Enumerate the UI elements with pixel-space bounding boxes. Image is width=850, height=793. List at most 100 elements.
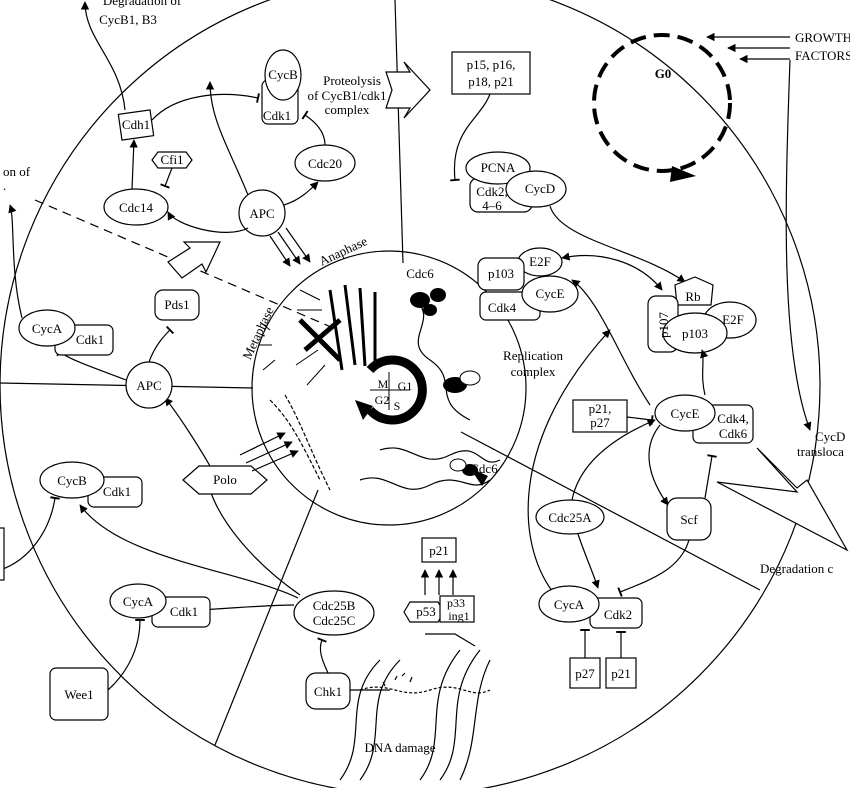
wee1-node [49,667,109,721]
apc-to-cdc20-edge [283,181,319,206]
cdc25a-to-cyce-edge [571,419,656,501]
phase-g1-label: G1 [398,379,413,393]
degradation-cut-label-2: . [3,178,6,193]
cdk4-label: Cdk4 [488,300,517,315]
cdc20-label: Cdc20 [308,156,342,171]
cycd-label: CycD [525,181,555,196]
g0-dashed-circle [592,33,732,173]
p103-label-2: p103 [682,326,708,341]
factors-label: FACTORS [795,48,850,63]
proteolysis-big-arrow [385,61,431,119]
pds1-label: Pds1 [164,297,189,312]
p15-to-cdk2-edge [450,93,491,182]
proteolysis-label-3: complex [325,102,370,117]
cycb-top-node [264,49,302,101]
p27-box [569,657,601,689]
degradation-cycb-label-2: CycB1, B3 [99,12,157,27]
apc-left-label: APC [136,378,161,393]
cyca-left-node [18,309,76,347]
cdc25b-label: Cdc25B [313,598,356,613]
metaphase-label: Metaphase [239,304,276,362]
g0-arrowhead-icon [670,166,696,182]
apc-to-cyca-left-edge [56,347,127,381]
cdc14-label: Cdc14 [119,200,153,215]
chk1-label: Chk1 [314,684,342,699]
cdh1-label: Cdh1 [122,117,150,132]
e2f-label-1: E2F [529,254,551,269]
p21-center-box [421,537,457,563]
growth-factor-arrows [706,32,790,64]
proteolysis-label-1: Proteolysis [323,73,381,88]
p103-node-2 [662,312,728,354]
replication-complex-label-1: Replication [503,348,563,363]
cfi1-node [151,151,193,169]
cut-off-left-box [0,527,5,581]
p103-node-1 [477,257,525,291]
scf-to-cdk2-edge [617,539,690,597]
p21-to-cyce-edge [626,415,654,425]
p21-center-label: p21 [429,543,449,558]
cdk2-label: Cdk2 [604,607,632,622]
scf-to-cdk46-edge [704,454,717,499]
p21-p27-label-2: p27 [590,415,610,430]
cycb-lower-label: CycB [57,473,87,488]
cyca-right-node [538,585,600,623]
cyca-right-label: CycA [554,597,585,612]
cycd-trans-label-2: transloca [797,444,844,459]
cyce-label-1: CycE [536,286,565,301]
cdk1-left-label: Cdk1 [76,332,104,347]
proteolysis-label-2: of CycB1/cdk1 [307,88,386,103]
cycd-to-rb-edge [549,205,686,283]
degradation-big-arrow [716,447,849,552]
cdc6-top-label: Cdc6 [406,266,434,281]
sector-divider-dashed [34,199,339,331]
degradation-cut-label-1: on of [3,164,31,179]
polo-to-cdc25-edge [209,489,301,596]
cyce-to-e2f-edge [571,279,651,406]
cdc6-blob-icon [470,468,488,486]
p53-label: p53 [416,604,436,619]
apc-to-cdc14-edge [167,211,249,233]
cdk1-bottom-label: Cdk1 [170,604,198,619]
polo-label: Polo [213,472,237,487]
left-box-to-cycb-edge [0,496,60,571]
phase-s-label: S [394,399,401,413]
p15-label-1: p15, p16, [467,57,516,72]
p27-label: p27 [575,666,595,681]
sector-divider-top [394,0,404,264]
cdh1-degradation-edge [80,1,126,111]
growth-label: GROWTH [795,30,850,45]
cyca-bottom-label: CycA [123,594,154,609]
p15-p16-p18-p21-box [451,51,531,95]
phase-g2-label: G2 [375,393,390,407]
apc-to-pds1-edge [148,325,175,363]
cyca-to-replication-edge [527,329,611,601]
p21-right-box [605,657,637,689]
replication-dna-drawing [269,288,501,491]
degradation-cycb-label-1: Degradation of [103,0,182,8]
scf-label: Scf [680,512,698,527]
cyca-left-label: CycA [32,321,63,336]
cdc14-to-cdh1-edge [129,139,138,190]
apc-top-label: APC [249,206,274,221]
cyce-node-2 [654,394,716,432]
cdc25bc-node [293,590,375,636]
outer-cell-circle [0,0,821,793]
cyce-label-2: CycE [671,406,700,421]
cdc25a-node [535,499,605,535]
cycd-translocation-edge [785,59,812,431]
cdk46-label-1: Cdk4, [717,411,748,426]
apc-to-anaphase-arrows [269,227,311,267]
cycb-top-label: CycB [268,67,298,82]
cfi1-label: Cfi1 [160,152,183,167]
wee1-to-cyca-edge [107,619,145,691]
cdk2-46-label-1: Cdk2, [476,184,507,199]
sector-divider-bottom [214,489,319,746]
rb-label: Rb [685,289,700,304]
cdh1-to-cycb-edge [151,93,260,121]
apc-to-cycb-edge [205,81,249,196]
cyca-bottom-node [109,583,167,619]
central-cycle-arrow [355,355,427,425]
